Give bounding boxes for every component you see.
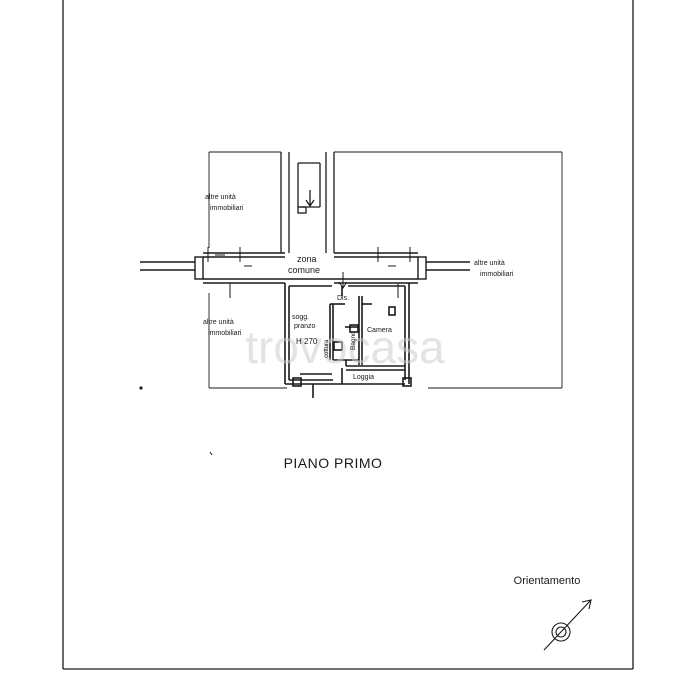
label-dis: Dis. bbox=[337, 295, 349, 302]
stray-mark bbox=[209, 451, 213, 456]
corridor-walls bbox=[140, 252, 470, 284]
stair-shaft bbox=[280, 152, 335, 253]
entrance-arrow bbox=[338, 272, 348, 289]
label-common-zone-2: comune bbox=[288, 265, 320, 275]
north-arrow-icon bbox=[543, 599, 592, 651]
stray-dot bbox=[139, 386, 143, 390]
label-cooking: cottura bbox=[324, 339, 330, 358]
label-other-units-top-left-2: immobiliari bbox=[210, 205, 244, 212]
door-marks bbox=[207, 247, 411, 298]
label-other-units-right-2: immobiliari bbox=[480, 271, 514, 278]
label-other-units-bottom-left-2: immobiliari bbox=[208, 330, 242, 337]
watermark-text: trovocasa bbox=[245, 321, 445, 373]
floor-boundary bbox=[208, 151, 563, 389]
orientation-label: Orientamento bbox=[514, 575, 581, 587]
label-other-units-top-left-1: altre unità bbox=[205, 194, 236, 201]
apartment-walls bbox=[284, 283, 412, 398]
label-bedroom: Camera bbox=[367, 327, 392, 334]
label-bathroom: Bagno bbox=[350, 331, 357, 350]
label-living-2: pranzo bbox=[294, 323, 316, 330]
label-height: H 270 bbox=[296, 337, 318, 346]
label-living-1: sogg. bbox=[292, 314, 309, 321]
plan-title: PIANO PRIMO bbox=[284, 455, 383, 471]
label-loggia: Loggia bbox=[353, 374, 374, 381]
label-other-units-right-1: altre unità bbox=[474, 260, 505, 267]
label-common-zone-1: zona bbox=[297, 254, 317, 264]
label-other-units-bottom-left-1: altre unità bbox=[203, 319, 234, 326]
page-frame bbox=[62, 0, 634, 670]
